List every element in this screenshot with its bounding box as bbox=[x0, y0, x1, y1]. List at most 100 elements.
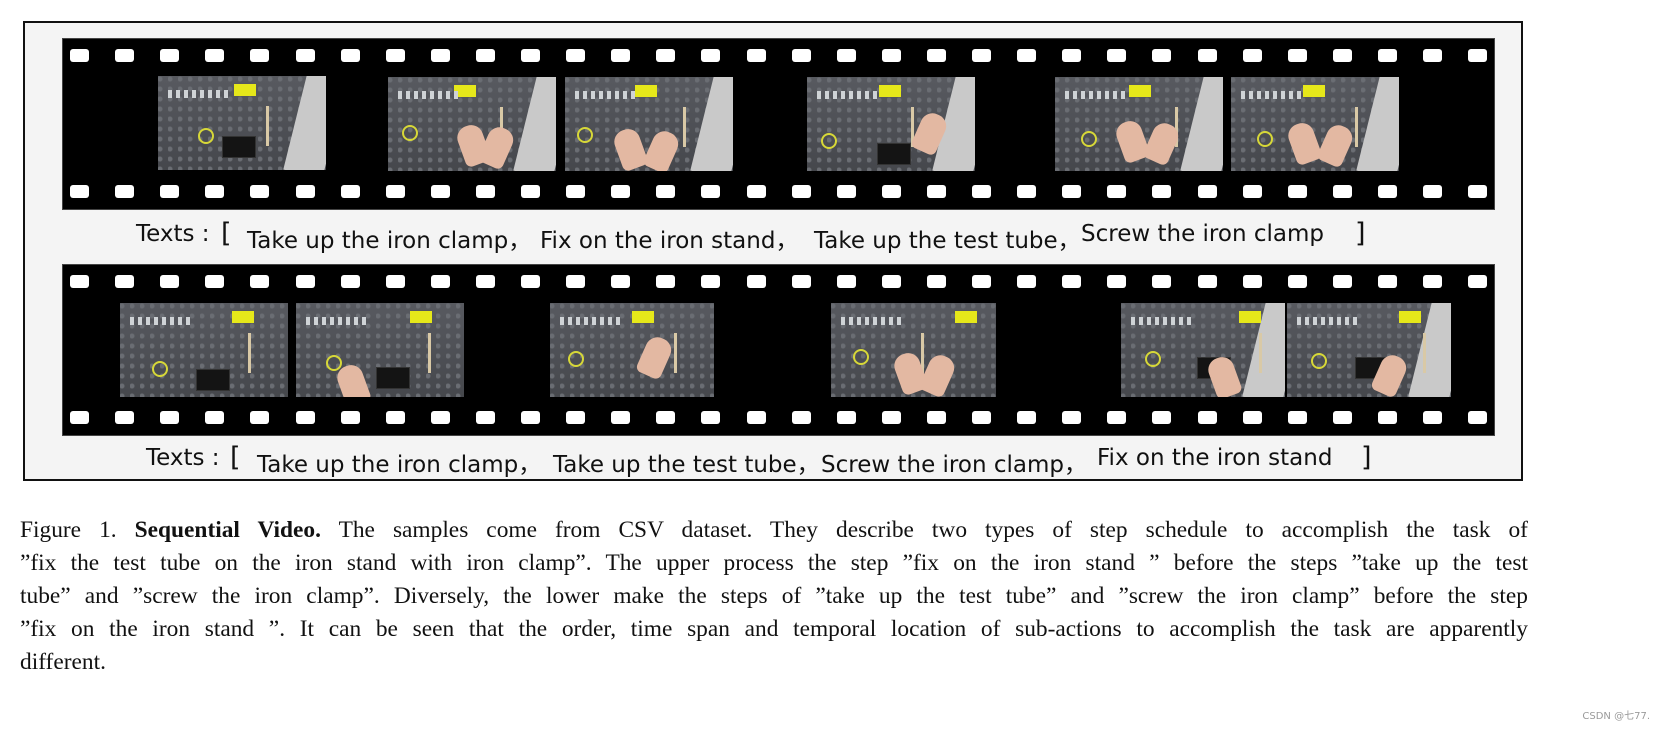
sprocket-hole bbox=[70, 49, 89, 62]
sprocket-hole bbox=[1107, 49, 1127, 62]
sprocket-hole bbox=[1242, 411, 1262, 424]
sprocket-hole bbox=[791, 275, 811, 288]
sprocket-hole bbox=[1017, 185, 1037, 198]
sprocket-hole bbox=[1468, 275, 1488, 288]
sprocket-hole bbox=[836, 49, 856, 62]
caption-line: different. bbox=[20, 649, 106, 675]
sprocket-hole bbox=[295, 275, 315, 288]
sprocket-hole bbox=[791, 49, 811, 62]
sprocket-hole bbox=[1197, 49, 1217, 62]
sprocket-hole bbox=[340, 411, 360, 424]
sprocket-hole bbox=[791, 185, 811, 198]
sprocket-hole bbox=[1017, 49, 1037, 62]
figure-caption: Figure 1. Sequential Video. The samples … bbox=[20, 514, 1528, 679]
sprocket-hole bbox=[1332, 49, 1352, 62]
sprocket-hole bbox=[430, 275, 450, 288]
sprocket-hole bbox=[430, 49, 450, 62]
watermark: CSDN @七77. bbox=[1582, 711, 1650, 722]
sprocket-hole bbox=[1377, 275, 1397, 288]
sprocket-hole bbox=[746, 49, 766, 62]
texts-prefix: Texts : bbox=[146, 445, 220, 471]
texts-prefix: Texts : bbox=[136, 221, 210, 247]
sprocket-hole bbox=[566, 185, 586, 198]
open-bracket: [ bbox=[221, 218, 232, 249]
video-frame bbox=[296, 303, 464, 397]
sprocket-hole bbox=[611, 275, 631, 288]
step-label: Take up the iron clamp， bbox=[247, 228, 532, 254]
sprocket-hole bbox=[70, 411, 89, 424]
sprocket-hole bbox=[1332, 185, 1352, 198]
sprocket-hole bbox=[1152, 275, 1172, 288]
caption-text: The samples come from CSV dataset. They … bbox=[338, 517, 1528, 543]
sprocket-hole bbox=[1377, 49, 1397, 62]
sprocket-hole bbox=[1423, 49, 1442, 62]
sprocket-hole bbox=[1017, 275, 1037, 288]
sprocket-hole bbox=[1242, 49, 1262, 62]
sprocket-hole bbox=[205, 185, 225, 198]
video-frame bbox=[1055, 77, 1223, 171]
sprocket-hole bbox=[160, 411, 180, 424]
sprocket-hole bbox=[972, 411, 991, 424]
film-holes-bottom bbox=[63, 411, 1494, 425]
sprocket-hole bbox=[430, 185, 450, 198]
sprocket-hole bbox=[385, 49, 405, 62]
sprocket-hole bbox=[340, 275, 360, 288]
sprocket-hole bbox=[475, 185, 495, 198]
sprocket-hole bbox=[115, 275, 135, 288]
sprocket-hole bbox=[1468, 411, 1488, 424]
sprocket-hole bbox=[611, 185, 631, 198]
sprocket-hole bbox=[881, 185, 901, 198]
sprocket-hole bbox=[1017, 411, 1037, 424]
sprocket-hole bbox=[205, 411, 225, 424]
video-frame bbox=[1287, 303, 1451, 397]
sprocket-hole bbox=[115, 49, 135, 62]
sprocket-hole bbox=[972, 49, 991, 62]
sprocket-hole bbox=[160, 49, 180, 62]
caption-title: Sequential Video. bbox=[134, 517, 321, 543]
sprocket-hole bbox=[430, 411, 450, 424]
sprocket-hole bbox=[1468, 185, 1488, 198]
sprocket-hole bbox=[1242, 275, 1262, 288]
step-label: Fix on the iron stand， bbox=[540, 228, 799, 254]
sprocket-hole bbox=[1062, 275, 1082, 288]
upper-film-strip bbox=[62, 38, 1495, 210]
sprocket-hole bbox=[566, 411, 586, 424]
sprocket-hole bbox=[926, 275, 946, 288]
sprocket-hole bbox=[1152, 411, 1172, 424]
sprocket-hole bbox=[1287, 185, 1307, 198]
sprocket-hole bbox=[656, 185, 676, 198]
sprocket-hole bbox=[656, 411, 676, 424]
sprocket-hole bbox=[250, 275, 270, 288]
sprocket-hole bbox=[836, 275, 856, 288]
sprocket-hole bbox=[701, 411, 721, 424]
sprocket-hole bbox=[521, 185, 540, 198]
sprocket-hole bbox=[1332, 411, 1352, 424]
sprocket-hole bbox=[340, 49, 360, 62]
sprocket-hole bbox=[1197, 185, 1217, 198]
sprocket-hole bbox=[611, 49, 631, 62]
figure-panel: Texts : [ Take up the iron clamp， Fix on… bbox=[23, 21, 1523, 481]
step-label: Take up the test tube， bbox=[814, 228, 1081, 254]
sprocket-hole bbox=[746, 185, 766, 198]
caption-line: tube” and ”screw the iron clamp”. Divers… bbox=[20, 583, 1528, 609]
sprocket-hole bbox=[1107, 275, 1127, 288]
sprocket-hole bbox=[475, 411, 495, 424]
sprocket-hole bbox=[1197, 275, 1217, 288]
sprocket-hole bbox=[160, 185, 180, 198]
sprocket-hole bbox=[1062, 49, 1082, 62]
sprocket-hole bbox=[972, 275, 991, 288]
video-frame bbox=[831, 303, 996, 397]
sprocket-hole bbox=[791, 411, 811, 424]
sprocket-hole bbox=[881, 49, 901, 62]
sprocket-hole bbox=[746, 411, 766, 424]
caption-line: ”fix on the iron stand ”. It can be seen… bbox=[20, 616, 1528, 642]
sprocket-hole bbox=[1468, 49, 1488, 62]
sprocket-hole bbox=[1062, 185, 1082, 198]
film-holes-top bbox=[63, 49, 1494, 63]
sprocket-hole bbox=[475, 275, 495, 288]
video-frame bbox=[807, 77, 975, 171]
step-label: Take up the iron clamp， bbox=[257, 452, 542, 478]
close-bracket: ] bbox=[1361, 442, 1372, 473]
close-bracket: ] bbox=[1355, 218, 1366, 249]
sprocket-hole bbox=[926, 49, 946, 62]
